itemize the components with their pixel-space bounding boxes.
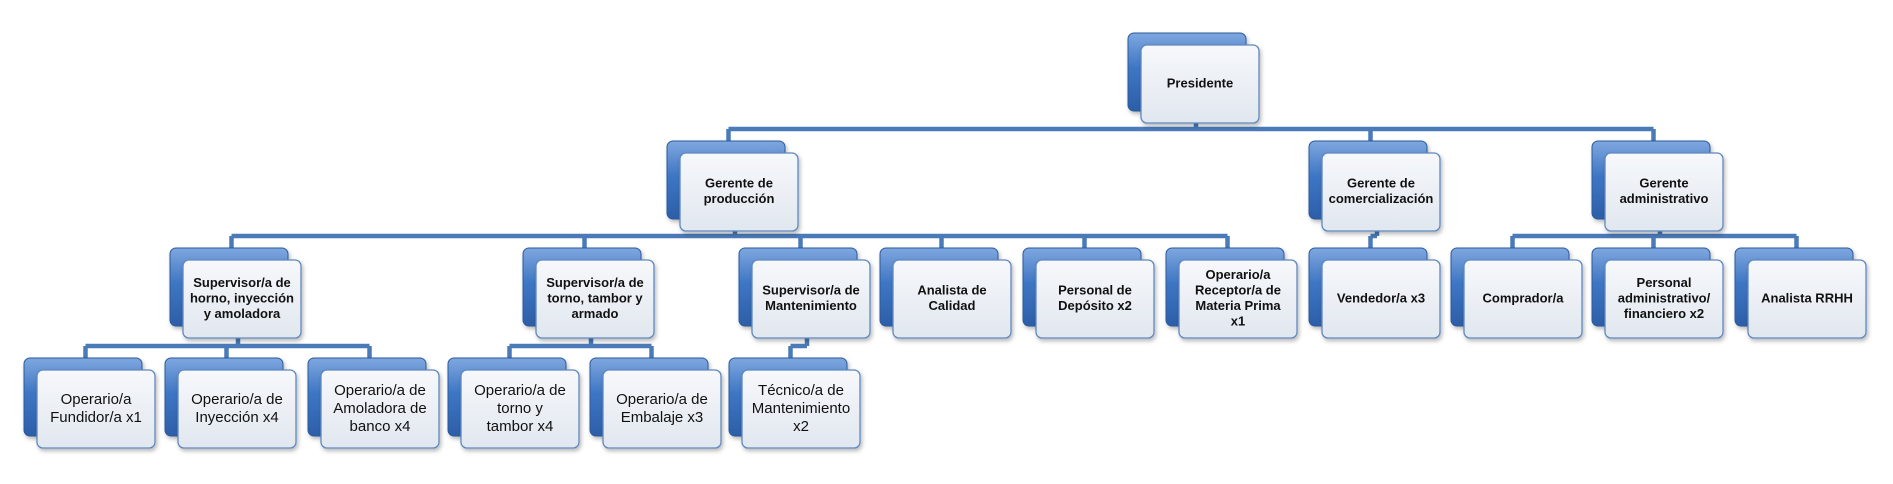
node-front-card (1463, 259, 1583, 339)
node-front-card (1321, 152, 1441, 232)
node-label-line: x1 (1231, 314, 1245, 329)
node-label-line: administrativo (1620, 191, 1709, 206)
node-front-card (751, 259, 871, 339)
node-label-line: Supervisor/a de (193, 275, 291, 290)
node-front-card (1604, 259, 1724, 339)
node-label-line: Operario/a de (474, 382, 566, 399)
node-label-line: Comprador/a (1483, 290, 1565, 305)
node-label-line: Receptor/a de (1195, 283, 1281, 298)
node-label-line: y amoladora (204, 306, 281, 321)
node-front-card (36, 369, 156, 449)
org-node-analista-rrhh: Analista RRHH (1734, 247, 1867, 339)
node-front-card (320, 369, 440, 449)
node-label-line: banco x4 (350, 418, 411, 435)
connector-lines (83, 123, 1799, 358)
node-label-line: financiero x2 (1624, 306, 1704, 321)
node-label-line: Técnico/a de (758, 382, 844, 399)
node-label-line: Supervisor/a de (546, 275, 644, 290)
node-front-card (602, 369, 722, 449)
node-label-line: Fundidor/a x1 (50, 409, 142, 426)
node-label-line: Calidad (929, 298, 976, 313)
node-front-card (1178, 259, 1298, 339)
node-front-card (679, 152, 799, 232)
node-label-line: horno, inyección (190, 290, 294, 305)
node-front-card (535, 259, 655, 339)
node-label-line: Inyección x4 (195, 409, 278, 426)
node-label-line: Gerente (1639, 176, 1688, 191)
node-label-line: Depósito x2 (1058, 298, 1132, 313)
node-front-card (1604, 152, 1724, 232)
node-label-line: comercialización (1329, 191, 1434, 206)
node-front-card (177, 369, 297, 449)
node-label-line: torno y (497, 400, 543, 417)
node-label-line: Personal de (1058, 283, 1132, 298)
node-label-line: Analista RRHH (1761, 290, 1853, 305)
node-front-card (182, 259, 302, 339)
node-label-line: Gerente de (705, 176, 773, 191)
node-front-card (1321, 259, 1441, 339)
org-node-vendedor: Vendedor/a x3 (1308, 247, 1441, 339)
node-label-line: Amoladora de (333, 400, 426, 417)
node-label-line: Operario/a de (616, 391, 708, 408)
node-front-card (1035, 259, 1155, 339)
node-label-line: Mantenimiento (752, 400, 850, 417)
node-label-line: Analista de (917, 283, 986, 298)
node-label-line: Operario/a (1205, 267, 1271, 282)
node-label-line: Presidente (1167, 75, 1233, 90)
node-label-line: Operario/a de (334, 382, 426, 399)
node-label-line: producción (704, 191, 775, 206)
node-label-line: Materia Prima (1195, 298, 1281, 313)
node-label-line: Personal (1637, 275, 1692, 290)
node-label-line: Operario/a (61, 391, 133, 408)
org-node-presidente: Presidente (1127, 32, 1260, 124)
node-label-line: tambor x4 (487, 418, 554, 435)
node-label-line: Embalaje x3 (621, 409, 704, 426)
node-label-line: Vendedor/a x3 (1337, 290, 1425, 305)
node-label-line: armado (572, 306, 619, 321)
node-front-card (460, 369, 580, 449)
node-front-card (1747, 259, 1867, 339)
node-label-line: Supervisor/a de (762, 283, 860, 298)
node-front-card (1140, 44, 1260, 124)
node-front-card (892, 259, 1012, 339)
node-label-line: torno, tambor y (547, 290, 643, 305)
node-label-line: Mantenimiento (765, 298, 857, 313)
org-node-comprador: Comprador/a (1450, 247, 1583, 339)
node-label-line: administrativo/ (1618, 290, 1711, 305)
node-label-line: Operario/a de (191, 391, 283, 408)
node-label-line: x2 (793, 418, 809, 435)
node-label-line: Gerente de (1347, 176, 1415, 191)
node-front-card (741, 369, 861, 449)
